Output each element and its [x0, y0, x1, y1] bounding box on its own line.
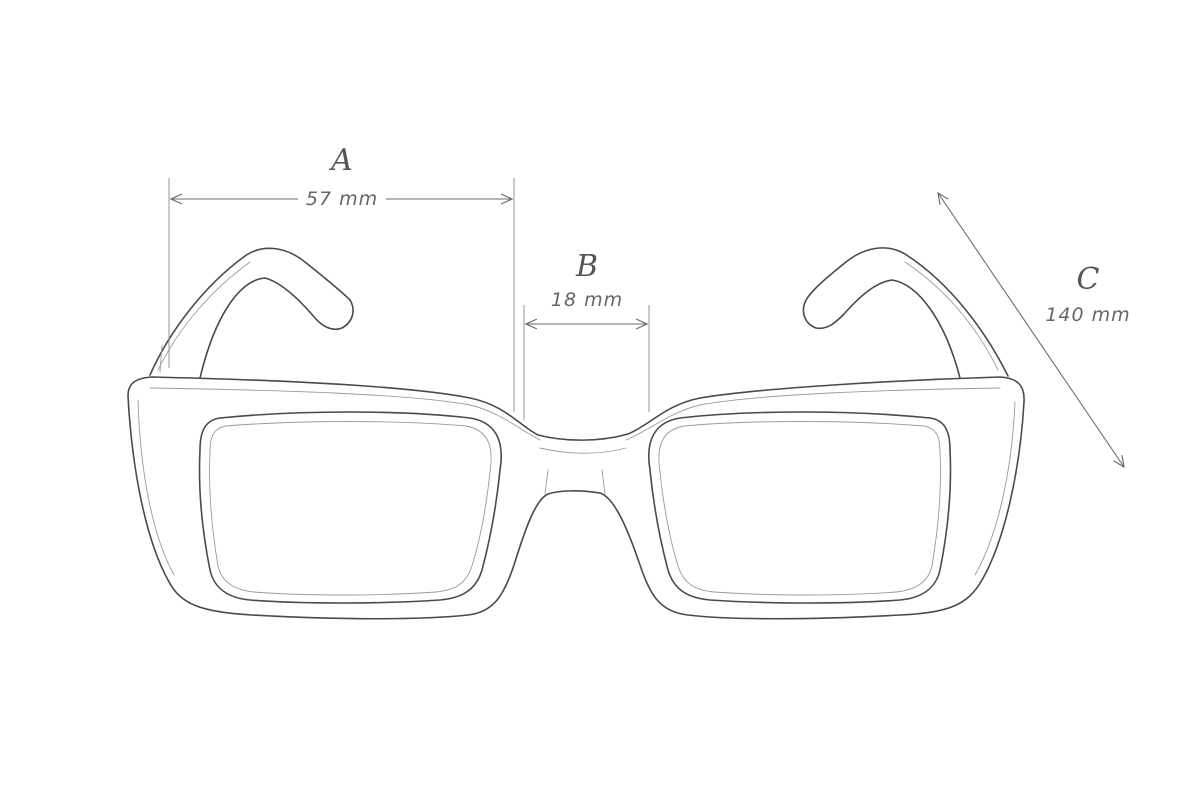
left-temple-arm — [149, 247, 354, 379]
dimension-b-letter: B — [575, 249, 598, 284]
glasses-illustration — [127, 247, 1025, 620]
dimension-c-letter: C — [1077, 262, 1100, 297]
frame-front — [127, 376, 1025, 620]
dimension-a-letter: A — [328, 143, 353, 178]
left-lens — [198, 411, 502, 604]
dimension-c-arrow — [938, 193, 1124, 467]
dimension-a-value: 57 mm — [306, 188, 378, 210]
dimension-a: A 57 mm — [168, 143, 515, 412]
right-temple-arm — [802, 247, 1009, 379]
dimension-c-value: 140 mm — [1045, 304, 1130, 326]
dimension-c: C 140 mm — [938, 193, 1136, 467]
dimension-a-label-gap — [298, 186, 386, 212]
dimension-b-value: 18 mm — [551, 289, 623, 311]
dimension-c-label-gap — [1040, 300, 1136, 326]
dimension-b: B 18 mm — [523, 249, 650, 420]
right-lens — [648, 411, 952, 604]
